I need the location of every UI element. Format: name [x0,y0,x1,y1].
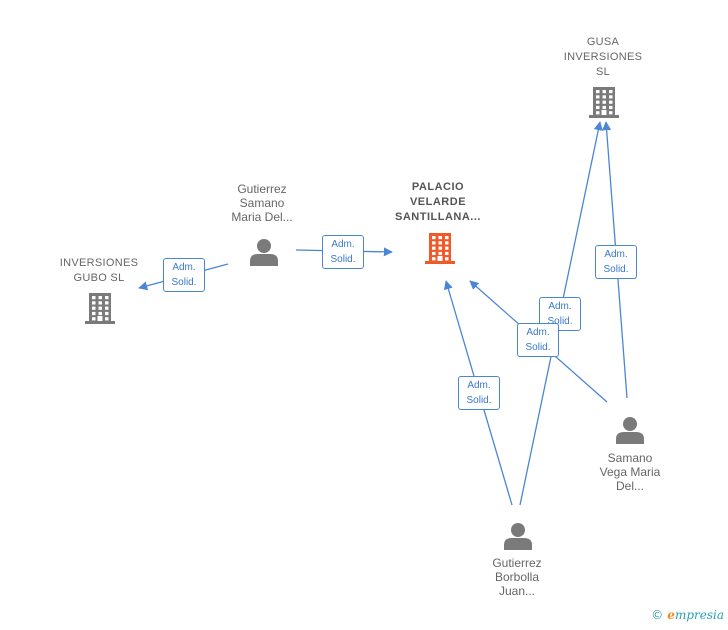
node-label-gutierrez_borbolla[interactable]: Gutierrez Borbolla Juan... [492,556,542,598]
edge-label-gutierrez_borbolla-to-palacio[interactable]: Adm. Solid. [458,376,500,410]
person-icon-gutierrez_borbolla[interactable] [504,523,532,550]
copyright-symbol: © [651,608,664,622]
building-icon-gusa[interactable] [589,87,619,118]
node-label-gutierrez_samano[interactable]: Gutierrez Samano Maria Del... [231,182,293,224]
edge-label-gutierrez_samano-to-palacio[interactable]: Adm. Solid. [322,235,364,269]
brand-name: mpresia [674,608,724,622]
person-icon-samano_vega[interactable] [616,417,644,444]
person-icon-gutierrez_samano[interactable] [250,239,278,266]
brand-initial: e [667,608,675,622]
node-label-gubo[interactable]: INVERSIONES GUBO SL [59,257,139,284]
node-label-gusa[interactable]: GUSA INVERSIONES SL [563,36,643,78]
node-label-samano_vega[interactable]: Samano Vega Maria Del... [599,451,661,493]
empresia-credit[interactable]: ©empresia [651,608,724,622]
edge-label-gutierrez_samano-to-gubo[interactable]: Adm. Solid. [163,258,205,292]
building-icon-palacio[interactable] [425,233,455,264]
node-label-palacio[interactable]: PALACIO VELARDE SANTILLANA... [395,181,481,223]
edge-label-samano_vega-to-palacio[interactable]: Adm. Solid. [517,323,559,357]
edge-label-samano_vega-to-gusa[interactable]: Adm. Solid. [595,245,637,279]
building-icon-gubo[interactable] [85,293,115,324]
